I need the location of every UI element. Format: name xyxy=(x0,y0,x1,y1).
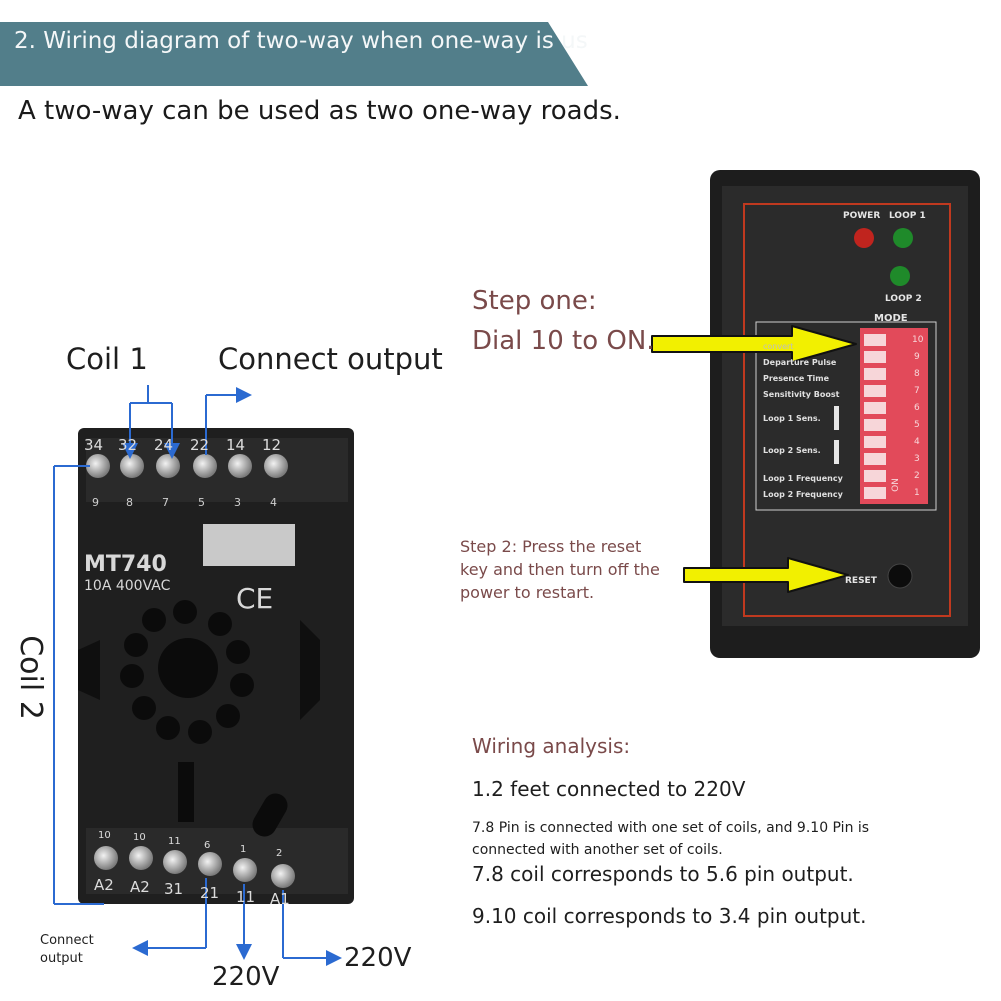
dip-row-label: Loop 1 Sens. xyxy=(763,414,821,423)
dip-number: 4 xyxy=(914,437,920,447)
loop2-led xyxy=(890,266,910,286)
terminal-label: 11 xyxy=(168,836,181,847)
relay-socket xyxy=(78,428,354,904)
dip-row-label: Sensitivity Boost xyxy=(763,390,840,399)
terminal-label: 6 xyxy=(204,840,211,851)
dip-number: 3 xyxy=(914,454,920,464)
dip-number: 5 xyxy=(914,420,920,430)
connect-output-bottom-label: Connect output xyxy=(40,933,94,966)
step2-line: Step 2: Press the reset xyxy=(460,537,642,556)
relay-rating: 10A 400VAC xyxy=(84,578,171,594)
bottom-arrows xyxy=(132,878,342,966)
coil2-label: Coil 2 xyxy=(12,635,48,720)
reset-label: RESET xyxy=(845,576,877,586)
pin-label: A2 xyxy=(130,878,150,896)
bottom-screws xyxy=(94,846,295,888)
pin-label: 7 xyxy=(162,496,169,509)
terminal-label: 22 xyxy=(190,436,210,454)
dip-number: 10 xyxy=(912,335,924,345)
terminal-label: 14 xyxy=(226,436,246,454)
pin-label: 11 xyxy=(236,888,256,906)
loop1-label: LOOP 1 xyxy=(889,211,926,221)
terminal-label: 32 xyxy=(118,436,138,454)
step1-instruction: Dial 10 to ON. xyxy=(472,326,655,356)
coil1-bracket xyxy=(122,385,180,459)
dip-row-label: convert xyxy=(763,342,794,351)
step2-line: key and then turn off the xyxy=(460,560,660,579)
analysis-line: 1.2 feet connected to 220V xyxy=(472,777,746,801)
terminal-label: 2 xyxy=(276,848,283,859)
yellow-arrows xyxy=(651,325,857,593)
step2-arrow xyxy=(683,557,849,593)
dip-number: 6 xyxy=(914,403,920,413)
voltage-label-bottom: 220V xyxy=(212,962,280,992)
reset-button xyxy=(887,563,913,589)
analysis-line: 7.8 Pin is connected with one set of coi… xyxy=(472,820,870,836)
dip-row-label: Departure Pulse xyxy=(763,358,837,367)
dip-on-label: ON xyxy=(890,478,901,492)
coil2-bracket xyxy=(53,465,104,905)
step2-line: power to restart. xyxy=(460,583,595,602)
loop2-label: LOOP 2 xyxy=(885,294,922,304)
analysis-heading: Wiring analysis: xyxy=(472,734,631,758)
pin-label: 21 xyxy=(200,884,220,902)
page-subtitle: A two-way can be used as two one-way roa… xyxy=(18,96,621,126)
analysis-line: 9.10 coil corresponds to 3.4 pin output. xyxy=(472,904,867,928)
pin-label: 31 xyxy=(164,880,184,898)
step1-arrow xyxy=(651,325,857,363)
page-title: 2. Wiring diagram of two-way when one-wa… xyxy=(14,28,588,54)
power-led xyxy=(854,228,874,248)
dip-number: 8 xyxy=(914,369,920,379)
dip-row-label: Presence Time xyxy=(763,374,830,383)
dip-number: 9 xyxy=(914,352,920,362)
dip-row-label: Loop 1 Frequency xyxy=(763,474,843,483)
top-screws xyxy=(86,454,288,478)
pin-label: 4 xyxy=(270,496,277,509)
connect-output-label: Connect output xyxy=(218,342,443,376)
pin-label: 8 xyxy=(126,496,133,509)
coil1-label: Coil 1 xyxy=(66,342,148,376)
pin-label: 3 xyxy=(234,496,241,509)
pin-label: 5 xyxy=(198,496,205,509)
power-label: POWER xyxy=(843,211,881,221)
analysis-line: connected with another set of coils. xyxy=(472,842,723,858)
connect-output-arrow xyxy=(205,387,252,455)
terminal-label: 10 xyxy=(98,830,111,841)
dip-number: 7 xyxy=(914,386,920,396)
pin-label: 9 xyxy=(92,496,99,509)
pin-label: A2 xyxy=(94,876,114,894)
dip-number: 2 xyxy=(914,471,920,481)
terminal-label: 10 xyxy=(133,832,146,843)
voltage-label-right: 220V xyxy=(344,943,412,973)
dip-row-label: Loop 2 Frequency xyxy=(763,490,843,499)
terminal-label: 34 xyxy=(84,436,104,454)
dip-row-label: Loop 2 Sens. xyxy=(763,446,821,455)
ce-mark: CE xyxy=(236,582,274,615)
pin-label: A1 xyxy=(270,890,290,908)
terminal-label: 12 xyxy=(262,436,282,454)
analysis-line: 7.8 coil corresponds to 5.6 pin output. xyxy=(472,862,854,886)
relay-model: MT740 xyxy=(84,552,167,577)
mode-label: MODE xyxy=(874,313,908,324)
dip-number: 1 xyxy=(914,488,920,498)
loop-detector xyxy=(710,170,980,658)
terminal-label: 24 xyxy=(154,436,174,454)
loop1-led xyxy=(893,228,913,248)
terminal-label: 1 xyxy=(240,844,247,855)
step1-title: Step one: xyxy=(472,286,597,316)
header-banner xyxy=(0,22,588,86)
